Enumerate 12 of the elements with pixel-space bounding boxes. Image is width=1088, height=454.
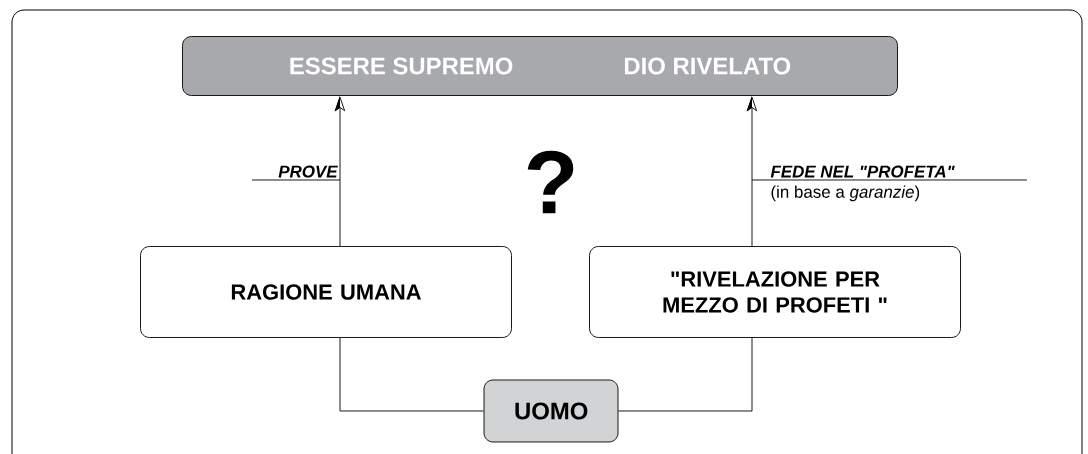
process-box: "RIVELAZIONE PER MEZZO DI PROFETI " — [589, 246, 961, 338]
edge-label: FEDE NEL "PROFETA" — [770, 165, 955, 178]
note-text: (in base a garanzie) — [771, 185, 920, 202]
hub-box: UOMO — [483, 379, 619, 443]
arrow — [746, 95, 758, 247]
process-box: RAGIONE UMANA — [140, 246, 512, 338]
connector-line — [339, 337, 484, 412]
edge-label: PROVE — [278, 165, 338, 178]
connector-line — [618, 337, 753, 412]
arrow — [334, 95, 346, 247]
question-mark: ? — [527, 150, 574, 214]
heading-band: ESSERE SUPREMO DIO RIVELATO — [182, 36, 898, 96]
